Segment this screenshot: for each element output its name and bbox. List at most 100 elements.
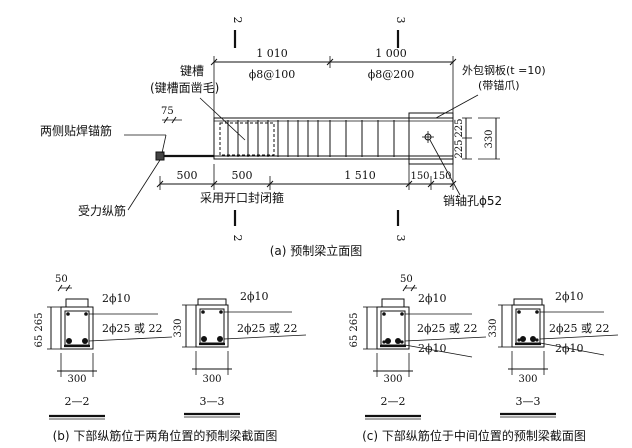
top-bar bbox=[66, 312, 70, 316]
c-2-2-mid-bars: 2ϕ10 bbox=[418, 342, 447, 355]
pin-hole-label: 销轴孔ϕ52 bbox=[443, 193, 502, 208]
leader-bottom bbox=[223, 334, 307, 340]
dim-150-a: 150 bbox=[410, 171, 429, 182]
top-bar bbox=[201, 310, 205, 314]
section-b-2-2 bbox=[47, 298, 173, 420]
section-c-3-3 bbox=[498, 298, 619, 418]
bottom-bar bbox=[530, 336, 536, 342]
top-bar bbox=[382, 312, 386, 316]
section-b-3-3 bbox=[182, 298, 307, 418]
c-2-2-bottom-bars: 2ϕ25 或 22 bbox=[417, 322, 477, 335]
section-outline bbox=[195, 304, 229, 348]
c-3-3-dim-330: 330 bbox=[488, 318, 499, 337]
bottom-bar bbox=[82, 338, 88, 344]
top-bar bbox=[84, 312, 88, 316]
cross-sections bbox=[47, 284, 619, 420]
side-bar bbox=[400, 340, 404, 344]
dim-500-b: 500 bbox=[232, 169, 253, 182]
b-3-3-dim-300: 300 bbox=[202, 374, 221, 385]
c-3-3-top-bars: 2ϕ10 bbox=[555, 290, 584, 303]
c-3-3-mid-bars: 2ϕ10 bbox=[555, 342, 584, 355]
side-bar bbox=[517, 338, 521, 342]
b-2-2-dim-300: 300 bbox=[67, 374, 86, 385]
section-cut-2: 2 2 bbox=[231, 17, 244, 242]
b-3-3-top-bars: 2ϕ10 bbox=[240, 290, 269, 303]
c-dim-50: 50 bbox=[400, 274, 413, 285]
stirrups bbox=[227, 120, 410, 157]
leader-bottom bbox=[88, 336, 173, 342]
b-2-2-bottom-bars: 2ϕ25 或 22 bbox=[102, 322, 162, 335]
b-2-2-top-bars: 2ϕ10 bbox=[102, 292, 131, 305]
caption-c: (c) 下部纵筋位于中间位置的预制梁截面图 bbox=[362, 428, 586, 443]
dim-225-a: 225 bbox=[454, 118, 465, 137]
elevation-view: 2 2 3 3 1 010 1 000 ϕ8@100 ϕ8@200 bbox=[40, 17, 546, 259]
section-group-c: 50 2ϕ10 2ϕ25 或 22 2ϕ10 65 265 300 2—2 2ϕ… bbox=[349, 274, 609, 443]
section-group-b: 50 2ϕ10 2ϕ25 或 22 65 265 300 2—2 2ϕ10 2ϕ… bbox=[34, 274, 297, 443]
section-c-2-2 bbox=[363, 298, 487, 420]
key-notch bbox=[381, 298, 405, 307]
b-label-2-2: 2—2 bbox=[65, 395, 90, 408]
c-3-3-dim-300: 300 bbox=[518, 374, 537, 385]
side-bar bbox=[382, 340, 386, 344]
section-stirrup bbox=[515, 308, 541, 344]
c-label-2-2: 2—2 bbox=[381, 395, 406, 408]
bottom-bar bbox=[385, 338, 391, 344]
c-dim-65-265: 65 265 bbox=[349, 313, 360, 348]
caption-b: (b) 下部纵筋位于两角位置的预制梁截面图 bbox=[53, 428, 278, 443]
top-bar bbox=[517, 310, 521, 314]
anchor-end-plate bbox=[155, 151, 165, 161]
bottom-bar bbox=[395, 338, 401, 344]
b-dim-65-265: 65 265 bbox=[34, 313, 45, 348]
leader-bottom bbox=[404, 336, 487, 342]
key-slot-note: (键槽面凿毛) bbox=[150, 81, 219, 95]
c-label-3-3: 3—3 bbox=[516, 395, 541, 408]
b-3-3-dim-330: 330 bbox=[173, 318, 184, 337]
section-mark-2-top: 2 bbox=[231, 17, 244, 24]
bottom-dimensions: 500 500 1 510 150 150 采用开口封闭箍 销轴孔ϕ52 bbox=[156, 139, 502, 208]
side-bar bbox=[535, 338, 539, 342]
dim-500-a: 500 bbox=[177, 169, 198, 182]
section-mark-2-bottom: 2 bbox=[231, 235, 244, 242]
top-bar bbox=[535, 310, 539, 314]
right-dimensions: 225 225 330 外包钢板(t =10) (带锚爪) bbox=[435, 63, 546, 160]
key-notch bbox=[65, 298, 89, 307]
weld-anchor-label: 两侧贴焊锚筋 bbox=[40, 123, 112, 138]
leader-side bbox=[404, 344, 473, 358]
caption-a: (a) 预制梁立面图 bbox=[270, 243, 363, 258]
section-mark-3-bottom: 3 bbox=[394, 235, 407, 242]
top-bar bbox=[400, 312, 404, 316]
c-2-2-dim-300: 300 bbox=[383, 374, 402, 385]
dim-1510: 1 510 bbox=[344, 169, 376, 182]
c-2-2-top-bars: 2ϕ10 bbox=[418, 292, 447, 305]
section-outline bbox=[511, 304, 545, 348]
c-3-3-bottom-bars: 2ϕ25 或 22 bbox=[549, 322, 609, 335]
leader-side bbox=[539, 342, 605, 356]
section-cut-3: 3 3 bbox=[394, 17, 407, 242]
key-slot-box bbox=[219, 122, 275, 156]
dim-75: 75 bbox=[161, 106, 174, 117]
elevation-left-labels: 键槽 (键槽面凿毛) 75 两侧贴焊锚筋 受力纵筋 bbox=[40, 64, 246, 218]
dim-1000: 1 000 bbox=[375, 47, 407, 60]
dim-330: 330 bbox=[484, 129, 495, 148]
steel-plate-label: 外包钢板(t =10) bbox=[462, 63, 546, 77]
top-bar bbox=[219, 310, 223, 314]
dim-1010: 1 010 bbox=[256, 47, 288, 60]
dim-50-ticks-1 bbox=[57, 284, 72, 292]
b-dim-50: 50 bbox=[55, 274, 68, 285]
dim-225-b: 225 bbox=[454, 139, 465, 158]
dim-150-b: 150 bbox=[432, 171, 451, 182]
stirrup-hook bbox=[197, 298, 227, 305]
bottom-bar bbox=[201, 336, 207, 342]
bottom-bar bbox=[520, 336, 526, 342]
open-stirrup-label: 采用开口封闭箍 bbox=[200, 190, 284, 205]
stirrup-spacing-left: ϕ8@100 bbox=[249, 68, 296, 81]
stirrup-spacing-right: ϕ8@200 bbox=[368, 68, 415, 81]
bottom-bar bbox=[66, 338, 72, 344]
section-outline bbox=[60, 306, 94, 350]
stirrup-hook bbox=[513, 298, 543, 305]
section-mark-3-top: 3 bbox=[394, 17, 407, 24]
dim-50-ticks-2 bbox=[402, 284, 417, 292]
b-3-3-bottom-bars: 2ϕ25 或 22 bbox=[237, 322, 297, 335]
beam-body bbox=[155, 112, 454, 165]
leader-bottom bbox=[539, 334, 619, 340]
